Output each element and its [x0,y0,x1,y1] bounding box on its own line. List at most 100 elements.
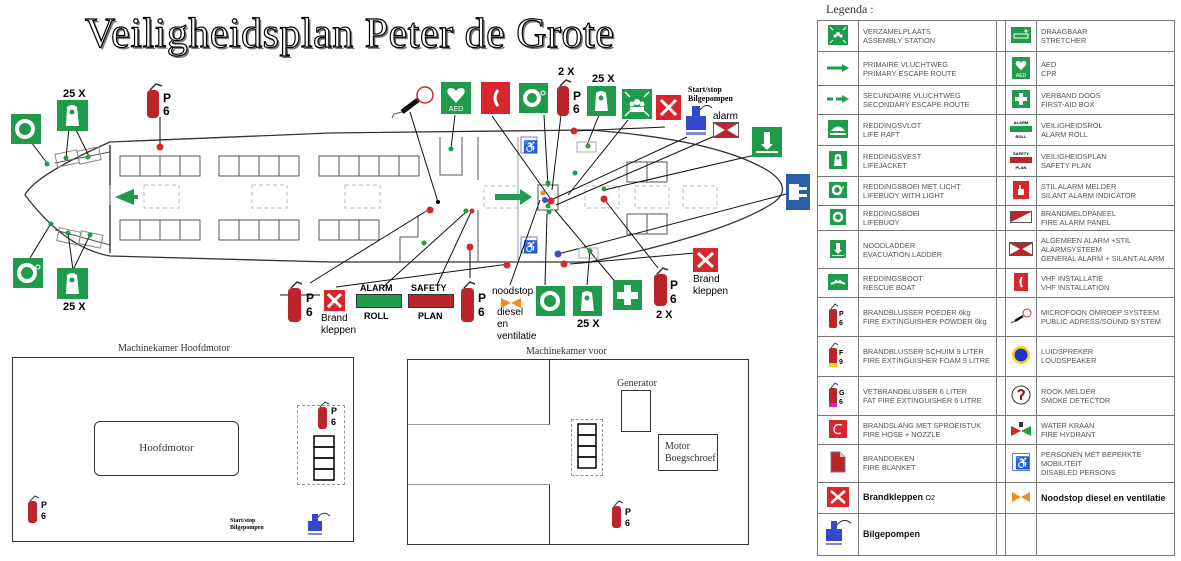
safety-plan-bar [408,294,454,308]
alarm-roll-bottom-label: ROLL [364,311,389,321]
bilge-pump-icon [823,519,853,549]
vhf-icon [1014,273,1028,293]
fire-extinguisher-icon [316,401,330,436]
fire-extinguisher-icon [554,78,574,123]
svg-text:9: 9 [839,359,843,366]
svg-text:♿: ♿ [523,140,538,154]
first-aid-icon [1012,89,1030,110]
fire-extinguisher-icon [144,82,174,125]
count-label: 25 X [63,301,86,313]
ladder-icon [313,435,335,481]
svg-text:PLAN: PLAN [1016,165,1027,170]
engine-room-main-title: Machinekamer Hoofdmotor [118,343,230,354]
fire-alarm-panel-icon [1010,210,1032,225]
lifejacket-sign [587,86,616,116]
svg-text:F: F [839,350,844,357]
main-engine-label: Hoofdmotor [139,442,194,454]
count-label: 2 X [656,309,673,321]
count-label: 2 X [558,66,575,78]
lifejacket-sign [57,268,88,299]
page-title: Veiligheidsplan Peter de Grote [84,10,615,57]
safety-plan-top-label: SAFETY [411,283,447,293]
fire-extinguisher-icon [651,266,671,313]
assembly-station-sign [622,89,652,119]
microphone-icon [1009,307,1033,327]
svg-text:G: G [839,390,845,397]
lifebuoy-icon [830,208,846,227]
bilge-pump-icon [682,102,713,143]
disabled-icon: ♿ [1012,453,1030,473]
fire-extinguisher-icon [285,280,305,330]
fire-extinguisher-icon [458,280,478,330]
lifebuoy-light-sign [13,258,43,288]
engine-room-front-title: Machinekamer voor [526,346,607,357]
assembly-station-icon [828,25,848,47]
lifebuoy-light-icon [829,181,847,200]
lifejacket-sign [573,286,602,316]
silent-alarm-icon [1013,180,1029,201]
legend-row: Bilgepompen [817,512,1175,557]
lifebuoy-light-sign [11,114,41,144]
alarm-roll-top-label: ALARM [360,283,393,293]
fire-damper-icon [827,486,849,509]
lifejacket-sign [57,100,88,131]
aed-icon: AED [1012,56,1030,81]
fire-damper-sign [324,290,345,311]
fire-damper-sign [693,248,718,272]
svg-text:♿: ♿ [1015,456,1030,470]
svg-text:ROLL: ROLL [1016,134,1027,139]
bilge-pump-icon [306,512,336,541]
evacuation-ladder-sign [752,127,782,157]
safety-plan-bottom-label: PLAN [418,311,443,321]
compartment [408,360,550,425]
generator-label: Generator [617,378,657,389]
lifebuoy-sign [536,286,565,316]
svg-text:P: P [839,311,844,318]
loudspeaker-icon [1011,345,1031,367]
alarm-roll-bar [356,294,402,308]
legend-row: Brandkleppen O2 Noodstop diesel en venti… [817,481,1175,514]
fire-damper-sign [656,95,681,120]
ladder-area [571,419,603,476]
generator-box [621,390,651,432]
aed-sign: AED [441,82,471,114]
svg-text:AED: AED [449,106,463,113]
fire-hydrant-icon [1010,420,1032,440]
svg-text:AED: AED [1016,73,1027,79]
shore-power-sign [786,174,810,210]
primary-escape-arrow-icon [826,63,850,75]
general-alarm-icon [1009,241,1033,258]
life-raft-icon [828,119,848,140]
alarm-label: alarm [713,111,739,122]
noodstop-label: noodstop [492,286,534,297]
ship-deck-plan: ♿ ♿ [24,109,791,296]
main-engine-box: Hoofdmotor [94,421,239,476]
first-aid-sign [613,280,642,310]
noodstop-valve-icon [500,296,522,314]
microphone-icon [384,82,434,127]
secondary-escape-arrow-icon [826,94,850,106]
rescue-boat-icon [828,274,848,292]
